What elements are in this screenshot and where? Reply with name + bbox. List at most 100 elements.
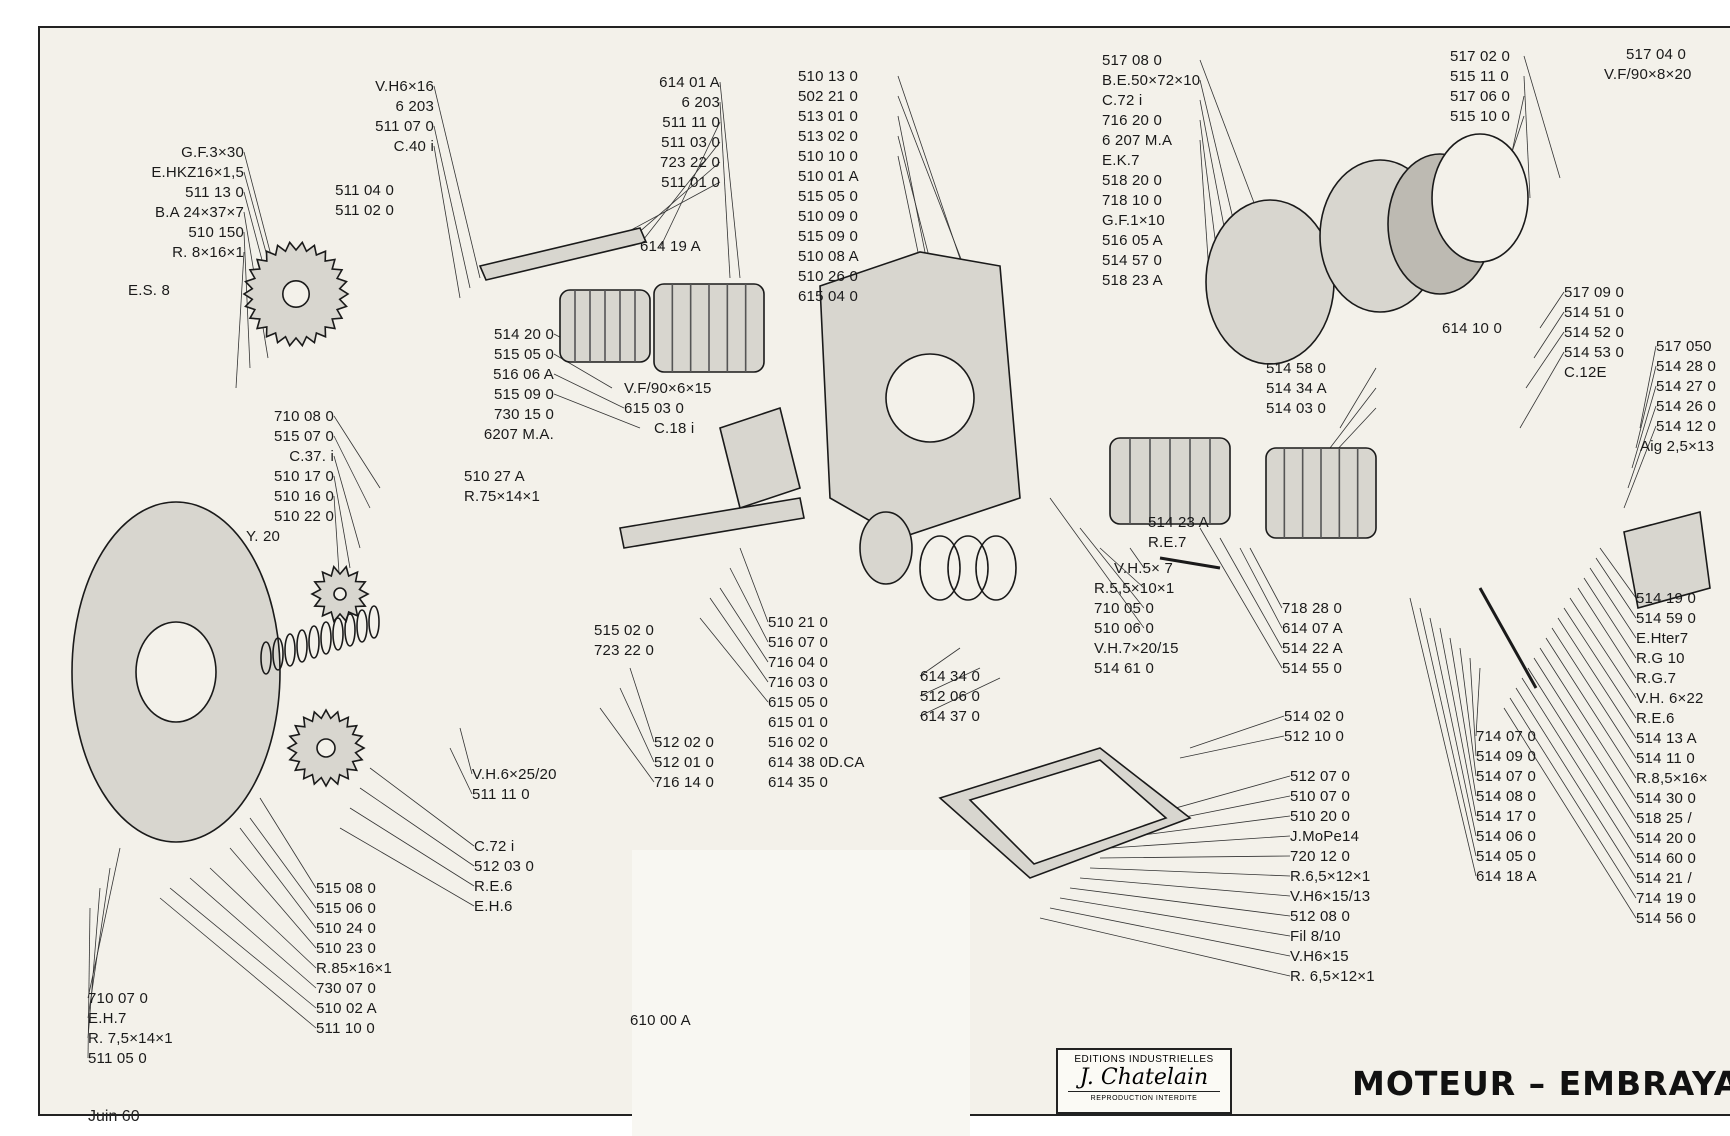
part-label: 516 06 A: [493, 366, 554, 383]
camshaft: [478, 227, 648, 281]
part-label: R. 8×16×1: [172, 244, 244, 261]
part-label: 513 01 0: [798, 108, 858, 125]
spring-coil: [308, 625, 320, 659]
part-label: 614 10 0: [1442, 320, 1502, 337]
leader-line: [1079, 877, 1291, 897]
leader-line: [87, 907, 91, 1059]
leader-line: [1109, 835, 1291, 849]
part-label: Y. 20: [246, 528, 281, 545]
leader-line: [369, 767, 475, 847]
spring-coil: [296, 629, 308, 663]
leader-line: [1595, 557, 1637, 619]
part-label: R.E.6: [1636, 710, 1675, 727]
part-label: 515 06 0: [316, 900, 376, 917]
part-label: V.H6×16: [375, 78, 434, 95]
part-label: 510 150: [188, 224, 244, 241]
leader-line: [1545, 637, 1637, 779]
part-label: 512 02 0: [654, 734, 714, 751]
part-label: 510 27 A: [464, 468, 525, 485]
oil-pump-gear-hub: [316, 738, 336, 758]
part-label: 517 050: [1656, 338, 1712, 355]
part-label: 511 05 0: [88, 1050, 147, 1067]
part-label: 514 02 0: [1284, 708, 1344, 725]
part-label: 510 01 A: [798, 168, 859, 185]
leader-line: [1439, 627, 1477, 817]
part-label: C.72 i: [1102, 92, 1143, 109]
part-label: C.40 i: [393, 138, 434, 155]
leader-line: [629, 161, 721, 241]
part-label: 515 05 0: [494, 346, 554, 363]
part-label: 514 59 0: [1636, 610, 1696, 627]
leader-line: [1583, 577, 1637, 659]
piston-ring: [975, 535, 1017, 601]
part-label: 510 16 0: [274, 488, 334, 505]
sheet-title: MOTEUR – EMBRAYAG: [1352, 1064, 1730, 1103]
leader-line: [659, 121, 721, 249]
leader-line: [1533, 657, 1637, 819]
part-label: 614 18 A: [1476, 868, 1537, 885]
leader-line: [1419, 607, 1477, 857]
part-label: 514 06 0: [1476, 828, 1536, 845]
spring-coil: [344, 613, 356, 647]
part-label: 510 26 0: [798, 268, 858, 285]
part-label: E.HKZ16×1,5: [151, 164, 244, 181]
part-label: V.H. 6×22: [1636, 690, 1704, 707]
part-label: 510 13 0: [798, 68, 858, 85]
part-label: R.8,5×16×: [1636, 770, 1708, 787]
leader-line: [433, 145, 461, 299]
leader-line: [1523, 75, 1531, 199]
part-label: 614 35 0: [768, 774, 828, 791]
leader-line: [1551, 627, 1637, 759]
part-label: 514 13 A: [1636, 730, 1697, 747]
part-label: 514 05 0: [1476, 848, 1536, 865]
part-label: 610 00 A: [630, 1012, 691, 1029]
part-label: 510 10 0: [798, 148, 858, 165]
leader-line: [433, 125, 471, 289]
part-label: C.12E: [1564, 364, 1607, 381]
part-label: 716 14 0: [654, 774, 714, 791]
part-label: 514 08 0: [1476, 788, 1536, 805]
part-label: 514 20 0: [1636, 830, 1696, 847]
part-label: 517 09 0: [1564, 284, 1624, 301]
leader-line: [1523, 55, 1561, 179]
leader-line: [1449, 637, 1477, 797]
part-label: 614 01 A: [659, 74, 720, 91]
leader-line: [235, 251, 245, 389]
part-label: 514 23 A: [1148, 514, 1209, 531]
leader-line: [639, 141, 721, 245]
part-label: 514 12 0: [1656, 418, 1716, 435]
leader-line: [349, 807, 475, 887]
part-label: 502 21 0: [798, 88, 858, 105]
piston: [859, 511, 913, 585]
leader-line: [159, 897, 317, 1029]
part-label: 515 10 0: [1450, 108, 1510, 125]
leader-line: [1339, 367, 1377, 429]
part-label: 514 57 0: [1102, 252, 1162, 269]
leader-line: [1239, 547, 1283, 629]
part-label: 515 09 0: [798, 228, 858, 245]
part-label: 514 27 0: [1656, 378, 1716, 395]
part-label: C.18 i: [654, 420, 695, 437]
part-label: 710 08 0: [274, 408, 334, 425]
leader-line: [1635, 365, 1657, 449]
part-label: 516 02 0: [768, 734, 828, 751]
part-label: R.E.6: [474, 878, 513, 895]
leader-line: [897, 75, 971, 289]
leader-line: [1049, 907, 1291, 957]
part-label: 615 05 0: [768, 694, 828, 711]
publisher-name: EDITIONS INDUSTRIELLES: [1074, 1054, 1214, 1065]
part-label: Fil 8/10: [1290, 928, 1341, 945]
part-label: 514 56 0: [1636, 910, 1696, 927]
leader-line: [1219, 537, 1283, 649]
part-label: 514 30 0: [1636, 790, 1696, 807]
part-label: R.85×16×1: [316, 960, 393, 977]
part-label: V.H6×15/13: [1290, 888, 1371, 905]
part-label: 514 53 0: [1564, 344, 1624, 361]
part-label: 730 07 0: [316, 980, 376, 997]
part-label: 510 20 0: [1290, 808, 1350, 825]
part-label: R.G 10: [1636, 650, 1685, 667]
part-label: R.E.7: [1148, 534, 1187, 551]
leader-line: [243, 231, 251, 369]
leader-line: [1631, 385, 1657, 469]
part-label: 6 203: [395, 98, 434, 115]
